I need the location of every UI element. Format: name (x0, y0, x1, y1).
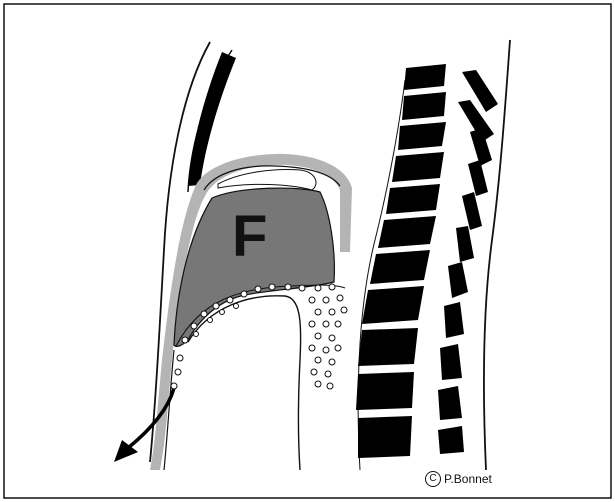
collection-label: F (232, 208, 267, 266)
author-name: P.Bonnet (444, 472, 492, 486)
copyright-icon: C (425, 471, 441, 487)
copyright-credit: C P.Bonnet (425, 471, 492, 487)
